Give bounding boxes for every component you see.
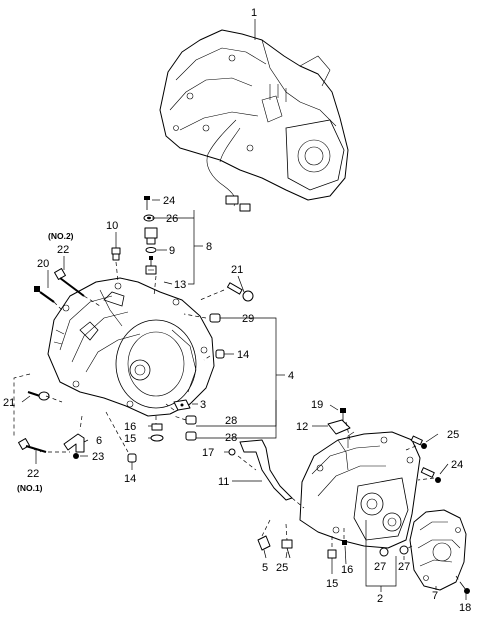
bolt-20: [34, 286, 55, 303]
callout-8: 8: [206, 241, 212, 253]
callout-labels: 1 24 26 8 9 10 13 (NO.2) 22 20 21 29 14 …: [3, 7, 471, 614]
bolt-23: [73, 453, 79, 459]
callout-22-no1: 22: [27, 468, 39, 480]
callout-28-lower: 28: [225, 432, 237, 444]
callout-25-bottom: 25: [276, 562, 288, 574]
plug-27a: [379, 547, 389, 557]
bolt-24-right: [420, 467, 441, 483]
bracket-5-and-bolt-25: [257, 535, 293, 559]
callout-25-right: 25: [447, 429, 459, 441]
dowel-pin-28a: [185, 415, 197, 425]
bracket-12: [327, 419, 351, 435]
callout-3: 3: [200, 399, 206, 411]
callout-11: 11: [218, 476, 229, 488]
plug-10: [111, 247, 121, 261]
callout-10: 10: [106, 220, 118, 232]
pin-14-upper: [215, 349, 225, 359]
drain-plug-assembly: [150, 423, 164, 442]
bolt-17: [228, 448, 236, 456]
bolt-18: [459, 581, 470, 594]
note-no1: (NO.1): [17, 483, 43, 493]
callout-21-left: 21: [3, 397, 15, 409]
bracket-3: [173, 399, 191, 411]
transmission-case-drawing: [299, 431, 421, 549]
callout-7: 7: [432, 590, 438, 602]
bolt-21-right: [226, 282, 254, 302]
speedometer-gear-assembly: [144, 227, 158, 275]
bracket-6: [63, 433, 85, 453]
callout-6: 6: [96, 435, 102, 447]
pin-13: [163, 281, 173, 285]
callout-28-upper: 28: [225, 415, 237, 427]
bolt-21-left: [27, 391, 50, 401]
leader-lines: [21, 19, 467, 600]
case-cover-drawing: [409, 509, 467, 591]
callout-15-bottom: 15: [326, 578, 338, 590]
bolt-22-no2: [54, 268, 85, 297]
callout-15-left: 15: [124, 433, 136, 445]
callout-29: 29: [242, 313, 254, 325]
callout-13: 13: [174, 279, 186, 291]
alignment-dashes: [13, 261, 461, 583]
washer-26: [143, 214, 155, 222]
callout-21-right: 21: [231, 264, 243, 276]
callout-22-no2: 22: [57, 244, 69, 256]
bolt-22-no1: [18, 438, 47, 453]
plug-15-16-lower: [327, 540, 347, 559]
transaxle-assembly-drawing: [159, 29, 349, 212]
callout-16-left: 16: [124, 421, 136, 433]
callout-24-top: 24: [163, 195, 175, 207]
callout-1: 1: [251, 7, 257, 19]
callout-4: 4: [288, 370, 294, 382]
callout-23: 23: [92, 451, 104, 463]
callout-26: 26: [166, 213, 178, 225]
shift-bracket-11: [239, 439, 293, 501]
clutch-housing-drawing: [47, 277, 215, 417]
note-no2: (NO.2): [48, 231, 74, 241]
callout-16-bottom: 16: [341, 564, 353, 576]
callout-12: 12: [296, 421, 308, 433]
callout-14-upper: 14: [237, 349, 249, 361]
callout-27-right: 27: [398, 561, 410, 573]
callout-5: 5: [262, 562, 268, 574]
callout-17: 17: [202, 447, 214, 459]
pin-14-lower: [127, 453, 137, 463]
callout-20: 20: [37, 258, 49, 270]
callout-14-lower: 14: [124, 473, 136, 485]
plug-27b: [399, 545, 409, 555]
bolt-24-top: [144, 196, 150, 210]
callout-18: 18: [459, 602, 471, 614]
dowel-pin-28b: [185, 431, 197, 441]
dowel-pin-29a: [209, 313, 221, 323]
callout-27-left: 27: [374, 561, 386, 573]
bolt-25-right: [410, 435, 427, 449]
callout-9: 9: [169, 245, 175, 257]
callout-2: 2: [377, 593, 383, 605]
callout-19: 19: [311, 399, 323, 411]
callout-24-right: 24: [451, 459, 463, 471]
